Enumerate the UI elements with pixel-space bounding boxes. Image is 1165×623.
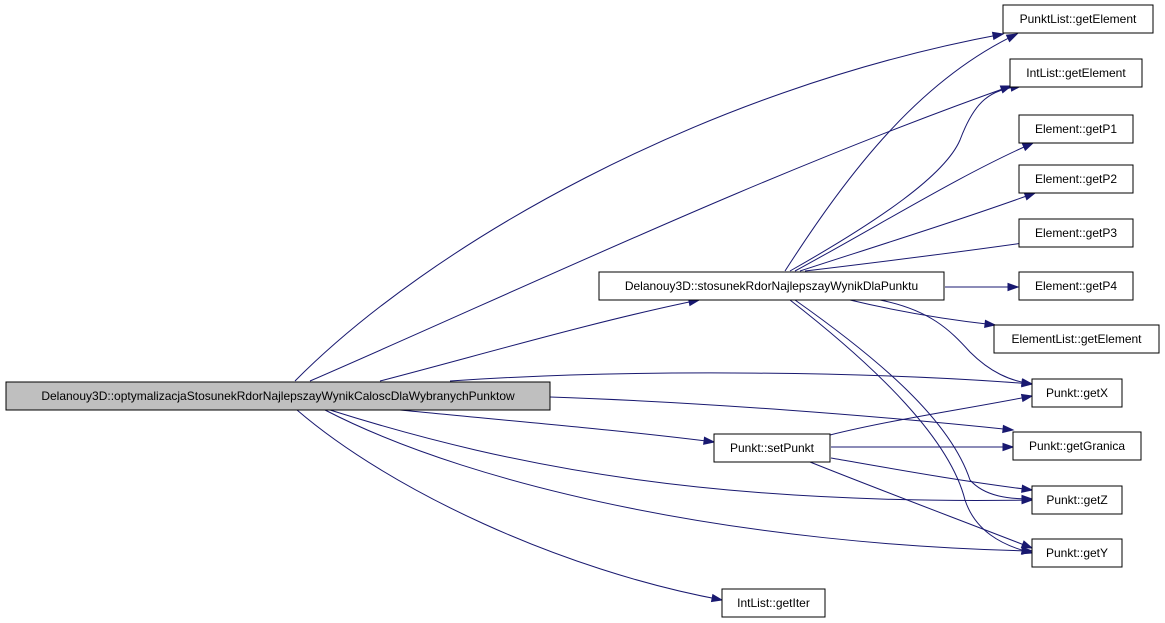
edge-setpunkt-to-getgranica bbox=[831, 442, 1015, 452]
node-getp1[interactable]: Element::getP1 bbox=[1018, 114, 1134, 144]
arrowhead-icon bbox=[1005, 33, 1019, 43]
edge-setpunkt-to-gety bbox=[809, 461, 1034, 549]
node-label: Punkt::getY bbox=[1046, 546, 1108, 560]
node-label: Element::getP1 bbox=[1035, 122, 1117, 136]
node-setpunkt[interactable]: Punkt::setPunkt bbox=[713, 433, 831, 463]
edge-root-to-intlist_get bbox=[309, 85, 1013, 382]
arrowhead-icon bbox=[1021, 484, 1034, 493]
node-getgranica[interactable]: Punkt::getGranica bbox=[1012, 431, 1142, 461]
node-label: PunktList::getElement bbox=[1020, 12, 1137, 26]
edge-stosunek-to-getp2 bbox=[799, 192, 1037, 272]
edge-stosunek-to-getz bbox=[794, 299, 1034, 504]
edge-root-to-getgranica bbox=[549, 396, 1015, 434]
node-getp2[interactable]: Element::getP2 bbox=[1018, 164, 1134, 194]
node-label: IntList::getElement bbox=[1026, 66, 1126, 80]
node-elementlist-get[interactable]: ElementList::getElement bbox=[993, 324, 1160, 354]
arrowhead-icon bbox=[703, 436, 716, 445]
node-getp4[interactable]: Element::getP4 bbox=[1018, 271, 1134, 301]
edge-stosunek-to-getp1 bbox=[794, 142, 1035, 272]
edge-root-to-setpunkt bbox=[399, 409, 716, 445]
edge-stosunek-to-getx bbox=[879, 299, 1034, 387]
node-label: Element::getP4 bbox=[1035, 279, 1117, 293]
edge-setpunkt-to-getz bbox=[830, 457, 1034, 493]
edge-stosunek-to-getp4 bbox=[945, 282, 1020, 292]
arrowhead-icon bbox=[984, 319, 997, 328]
arrowhead-icon bbox=[1020, 540, 1034, 549]
node-label: Delanouy3D::stosunekRdorNajlepszayWynikD… bbox=[625, 279, 918, 293]
node-label: IntList::getIter bbox=[737, 596, 810, 610]
node-label: Punkt::setPunkt bbox=[730, 441, 815, 455]
arrowhead-icon bbox=[1020, 393, 1034, 403]
edge-stosunek-to-gety bbox=[789, 299, 1034, 555]
node-getiter[interactable]: IntList::getIter bbox=[721, 588, 826, 618]
node-stosunek[interactable]: Delanouy3D::stosunekRdorNajlepszayWynikD… bbox=[598, 271, 945, 301]
edge-setpunkt-to-getx bbox=[829, 393, 1034, 436]
node-label: ElementList::getElement bbox=[1011, 332, 1142, 346]
node-label: Punkt::getX bbox=[1046, 386, 1108, 400]
node-getp3[interactable]: Element::getP3 bbox=[1018, 218, 1134, 248]
edge-stosunek-to-punktlist_get bbox=[784, 33, 1019, 272]
edge-stosunek-to-getp3 bbox=[804, 239, 1032, 272]
node-getx[interactable]: Punkt::getX bbox=[1031, 378, 1123, 408]
arrowhead-icon bbox=[1002, 442, 1015, 452]
arrowhead-icon bbox=[1023, 192, 1037, 201]
edge-stosunek-to-intlist_get bbox=[789, 83, 1023, 272]
edge-root-to-getiter bbox=[296, 409, 724, 603]
node-getz[interactable]: Punkt::getZ bbox=[1031, 485, 1123, 515]
edge-root-to-gety bbox=[324, 409, 1034, 555]
arrowhead-icon bbox=[1002, 424, 1015, 434]
arrowhead-icon bbox=[1020, 546, 1034, 555]
node-gety[interactable]: Punkt::getY bbox=[1031, 538, 1123, 568]
node-punktlist-get[interactable]: PunktList::getElement bbox=[1002, 4, 1154, 34]
node-label: Element::getP3 bbox=[1035, 226, 1117, 240]
edge-root-to-punktlist_get bbox=[294, 31, 1005, 382]
edge-root-to-stosunek bbox=[379, 297, 701, 382]
arrowhead-icon bbox=[710, 593, 724, 603]
node-root: Delanouy3D::optymalizacjaStosunekRdorNaj… bbox=[5, 381, 551, 411]
node-label: Delanouy3D::optymalizacjaStosunekRdorNaj… bbox=[41, 389, 515, 403]
arrowhead-icon bbox=[991, 31, 1005, 41]
call-nodes: Delanouy3D::optymalizacjaStosunekRdorNaj… bbox=[5, 4, 1160, 618]
arrowhead-icon bbox=[1007, 282, 1020, 292]
call-edges bbox=[294, 31, 1037, 603]
node-label: Punkt::getZ bbox=[1046, 493, 1107, 507]
arrowhead-icon bbox=[1021, 494, 1034, 504]
node-intlist-get[interactable]: IntList::getElement bbox=[1009, 58, 1143, 88]
node-label: Element::getP2 bbox=[1035, 172, 1117, 186]
node-label: Punkt::getGranica bbox=[1029, 439, 1125, 453]
arrowhead-icon bbox=[1021, 142, 1035, 152]
arrowhead-icon bbox=[1020, 378, 1034, 387]
